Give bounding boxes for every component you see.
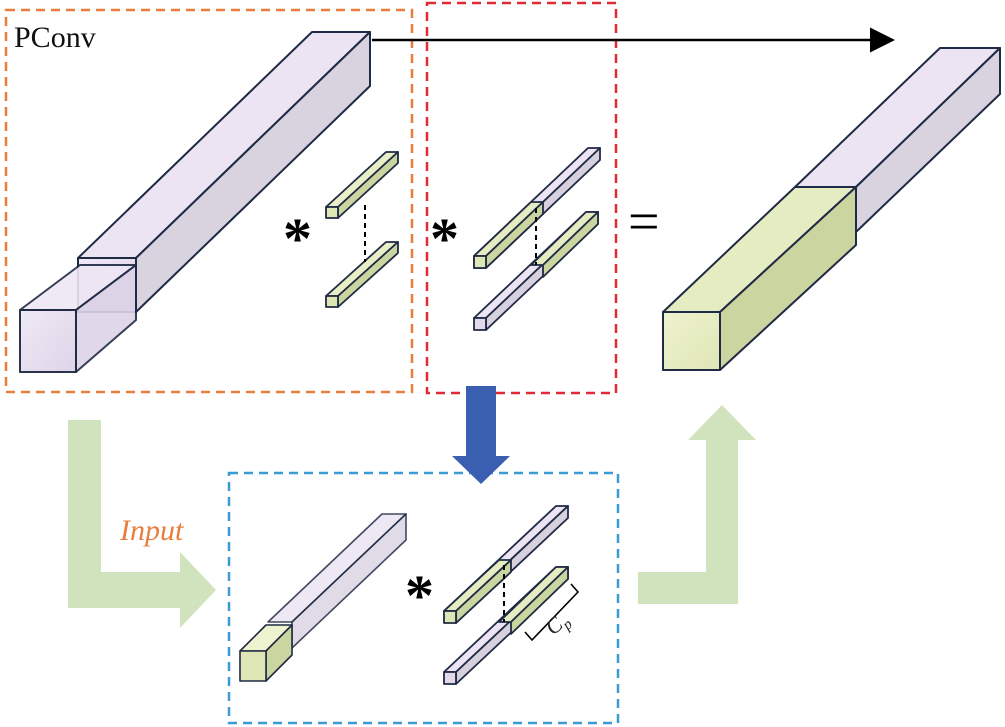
red-frame xyxy=(425,1,618,395)
channel-bracket xyxy=(524,583,580,642)
blue-down-arrow xyxy=(452,386,510,484)
conv-operator-red: * xyxy=(430,206,459,271)
conv-operator-orange: * xyxy=(283,206,312,271)
input-flow-arrow xyxy=(68,420,216,628)
conv-operator-blue: * xyxy=(405,563,434,628)
orange-frame xyxy=(4,8,414,394)
blue-frame xyxy=(227,471,620,725)
output-flow-arrow xyxy=(638,405,756,604)
input-feature-map xyxy=(19,31,371,373)
input-label: Input xyxy=(119,514,184,547)
equals-operator: = xyxy=(628,191,660,253)
output-feature-map xyxy=(662,47,1001,371)
partial-feature-map xyxy=(239,513,407,682)
filter-set-blue xyxy=(443,505,569,685)
filter-set-orange xyxy=(325,151,399,308)
pconv-title: PConv xyxy=(14,21,96,54)
